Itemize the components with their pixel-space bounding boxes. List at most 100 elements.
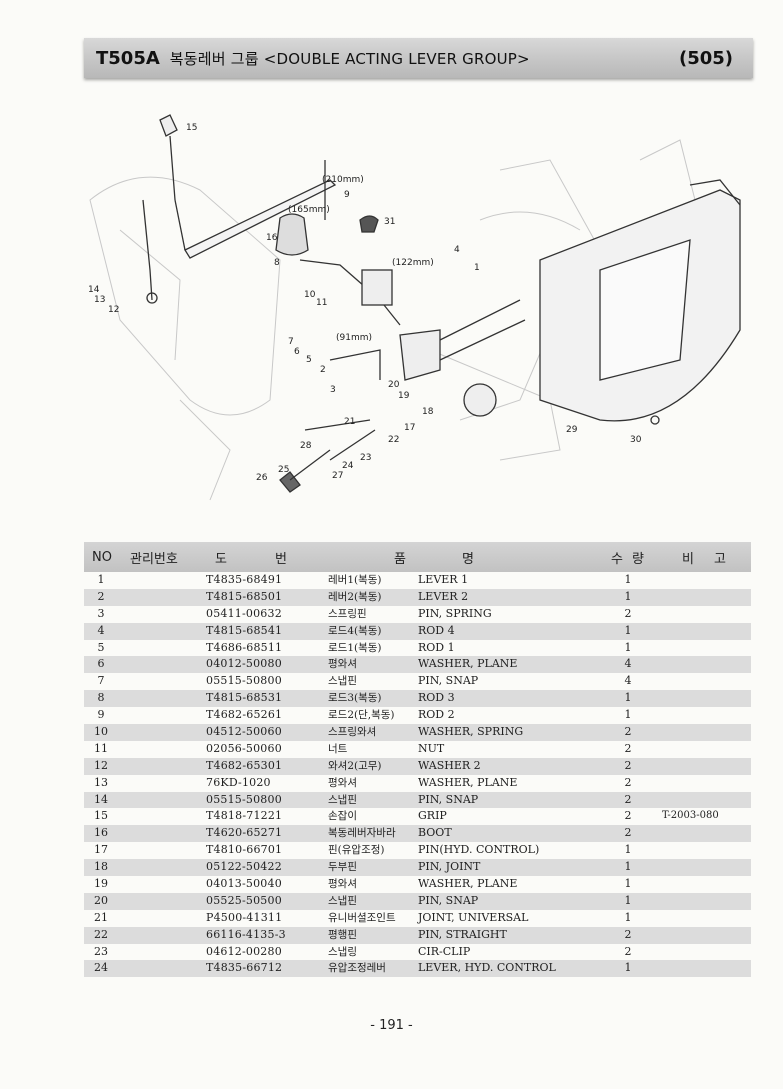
row-quantity: 1 [624,961,632,975]
row-quantity: 2 [624,606,632,620]
row-no: 18 [94,860,108,874]
row-no: 5 [97,640,105,654]
row-no: 6 [97,657,105,671]
row-korean-name: 와셔2(고무) [328,759,382,772]
row-quantity: 2 [624,741,632,755]
row-quantity: 1 [624,843,632,857]
row-no: 4 [97,623,105,637]
row-quantity: 4 [624,657,632,671]
row-english-name: WASHER, PLANE [418,877,518,891]
row-korean-name: 스프링와셔 [328,726,377,739]
row-quantity: 2 [624,775,632,789]
row-english-name: PIN, STRAIGHT [418,927,507,941]
row-quantity: 1 [624,573,632,586]
row-english-name: ROD 2 [418,708,455,722]
row-korean-name: 복동레버자바라 [328,827,396,840]
row-english-name: LEVER 1 [418,573,469,586]
row-english-name: WASHER, SPRING [418,725,524,739]
row-part-number: T4815-68501 [206,589,283,603]
row-no: 2 [97,589,105,603]
row-quantity: 2 [624,758,632,772]
row-korean-name: 스냅핀 [328,793,357,806]
callout-1: 1 [474,263,480,273]
row-korean-name: 평와셔 [328,658,357,671]
callout-26: 26 [256,473,268,483]
row-no: 20 [94,893,108,907]
dimension-210mm: (210mm) [322,175,364,185]
callout-3: 3 [330,385,336,395]
row-no: 15 [94,809,108,823]
row-no: 16 [94,826,108,840]
row-no: 10 [94,725,108,739]
callout-10: 10 [304,290,316,300]
dimension-165mm: (165mm) [288,205,330,215]
row-english-name: LEVER, HYD. CONTROL [418,961,556,975]
callout-15: 15 [186,123,197,133]
group-page-ref: (505) [678,47,733,69]
callout-12: 12 [108,305,119,315]
row-quantity: 1 [624,877,632,891]
row-part-number: 05122-50422 [206,860,282,874]
row-remarks: T-2003-080 [662,810,719,822]
row-quantity: 1 [624,860,632,874]
callout-19: 19 [398,391,410,401]
row-part-number: T4835-66712 [206,961,283,975]
callout-8: 8 [274,258,280,268]
row-no: 17 [94,843,108,857]
row-part-number: T4620-65271 [206,826,283,840]
row-no: 13 [94,775,108,789]
row-english-name: PIN, SPRING [418,606,492,620]
row-english-name: PIN, SNAP [418,674,479,688]
row-no: 7 [97,674,105,688]
row-part-number: P4500-41311 [206,910,283,924]
row-korean-name: 평와셔 [328,776,357,789]
callout-18: 18 [422,407,434,417]
header-name-2: 명 [462,551,474,567]
callout-9: 9 [344,190,350,200]
row-no: 19 [94,877,108,891]
row-no: 12 [94,758,108,772]
parts-linework [142,114,741,493]
row-english-name: PIN, SNAP [418,893,479,907]
row-no: 24 [94,961,108,975]
row-english-name: LEVER 2 [418,589,469,603]
callout-25: 25 [278,465,289,475]
row-part-number: T4815-68531 [206,691,283,705]
row-no: 3 [97,606,105,620]
row-no: 1 [97,573,105,586]
exploded-parts-diagram: 15 9 31 16 8 4 1 10 11 14 13 12 7 6 5 2 … [88,114,741,501]
row-part-number: 05411-00632 [206,606,282,620]
callout-29: 29 [566,425,578,435]
row-korean-name: 유니버셜조인트 [328,911,396,924]
dimension-122mm: (122mm) [392,258,434,268]
row-part-number: T4835-68491 [206,573,283,586]
row-quantity: 1 [624,589,632,603]
row-english-name: NUT [418,741,445,755]
group-title: 복동레버 그룹 <DOUBLE ACTING LEVER GROUP> [169,49,530,68]
row-korean-name: 로드4(복동) [328,624,382,637]
row-korean-name: 스프링핀 [328,607,367,620]
row-english-name: PIN, JOINT [418,860,481,874]
row-part-number: T4818-71221 [206,809,283,823]
row-part-number: T4682-65301 [206,758,283,772]
row-korean-name: 레버2(복동) [328,590,382,603]
row-no: 21 [94,910,108,924]
callout-31: 31 [384,217,395,227]
row-korean-name: 너트 [328,742,348,755]
header-qty-2: 량 [632,551,644,567]
row-quantity: 1 [624,623,632,637]
row-part-number: 04512-50060 [206,725,282,739]
callout-23: 23 [360,453,371,463]
